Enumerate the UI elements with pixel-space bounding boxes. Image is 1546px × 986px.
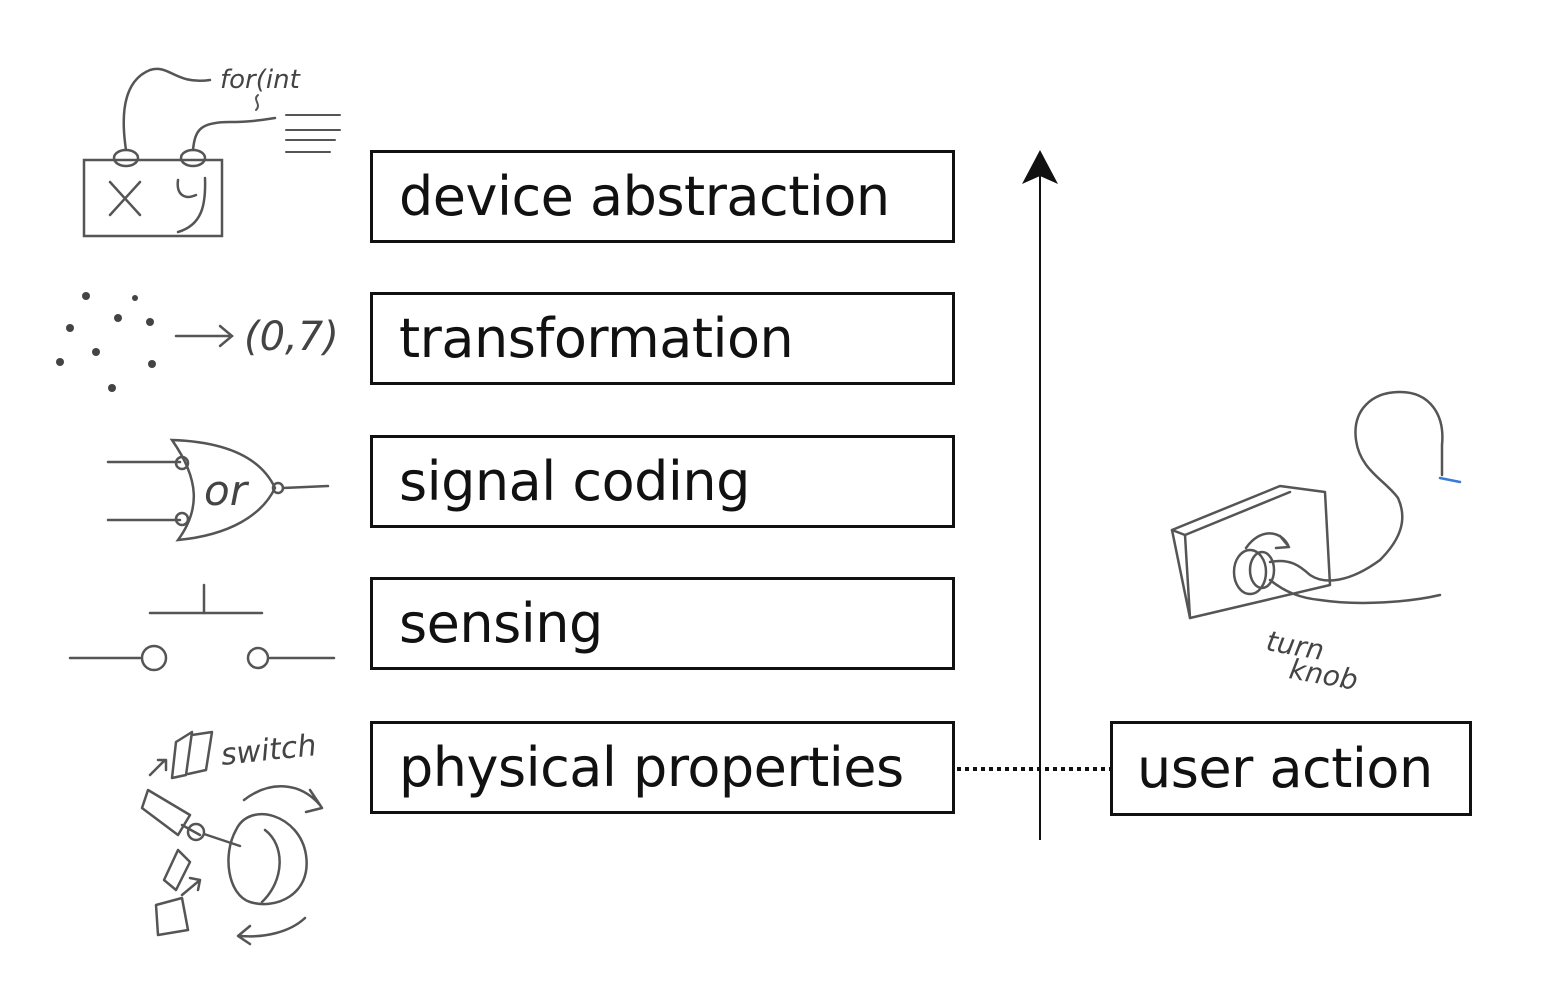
code-sketch-icon: for(int [82,65,341,238]
or-gate-text: or [204,466,250,515]
knob-sketch-line2: knob [1287,652,1361,696]
layer-physical-properties: physical properties [370,721,955,814]
switch-contact-sketch-icon [68,583,336,672]
layer-label: sensing [399,592,603,655]
user-action-label: user action [1137,737,1433,800]
coords-sketch-text: (0,7) [244,314,339,360]
person-turning-knob-sketch-icon: turn knob [1170,390,1462,697]
switch-sketch-text: switch [219,728,318,773]
point-cloud-sketch-icon: (0,7) [56,292,339,392]
layer-label: signal coding [399,450,750,513]
layer-device-abstraction: device abstraction [370,150,955,243]
upward-flow-arrow [1022,150,1058,840]
user-action-box: user action [1110,721,1472,816]
layer-label: physical properties [399,736,904,799]
layer-sensing: sensing [370,577,955,670]
layer-transformation: transformation [370,292,955,385]
layer-label: device abstraction [399,165,890,228]
rotary-switch-sketch-icon: switch [140,728,324,946]
code-sketch-text: for(int [220,65,301,95]
or-gate-sketch-icon: or [106,438,330,542]
layer-label: transformation [399,307,794,370]
layer-signal-coding: signal coding [370,435,955,528]
